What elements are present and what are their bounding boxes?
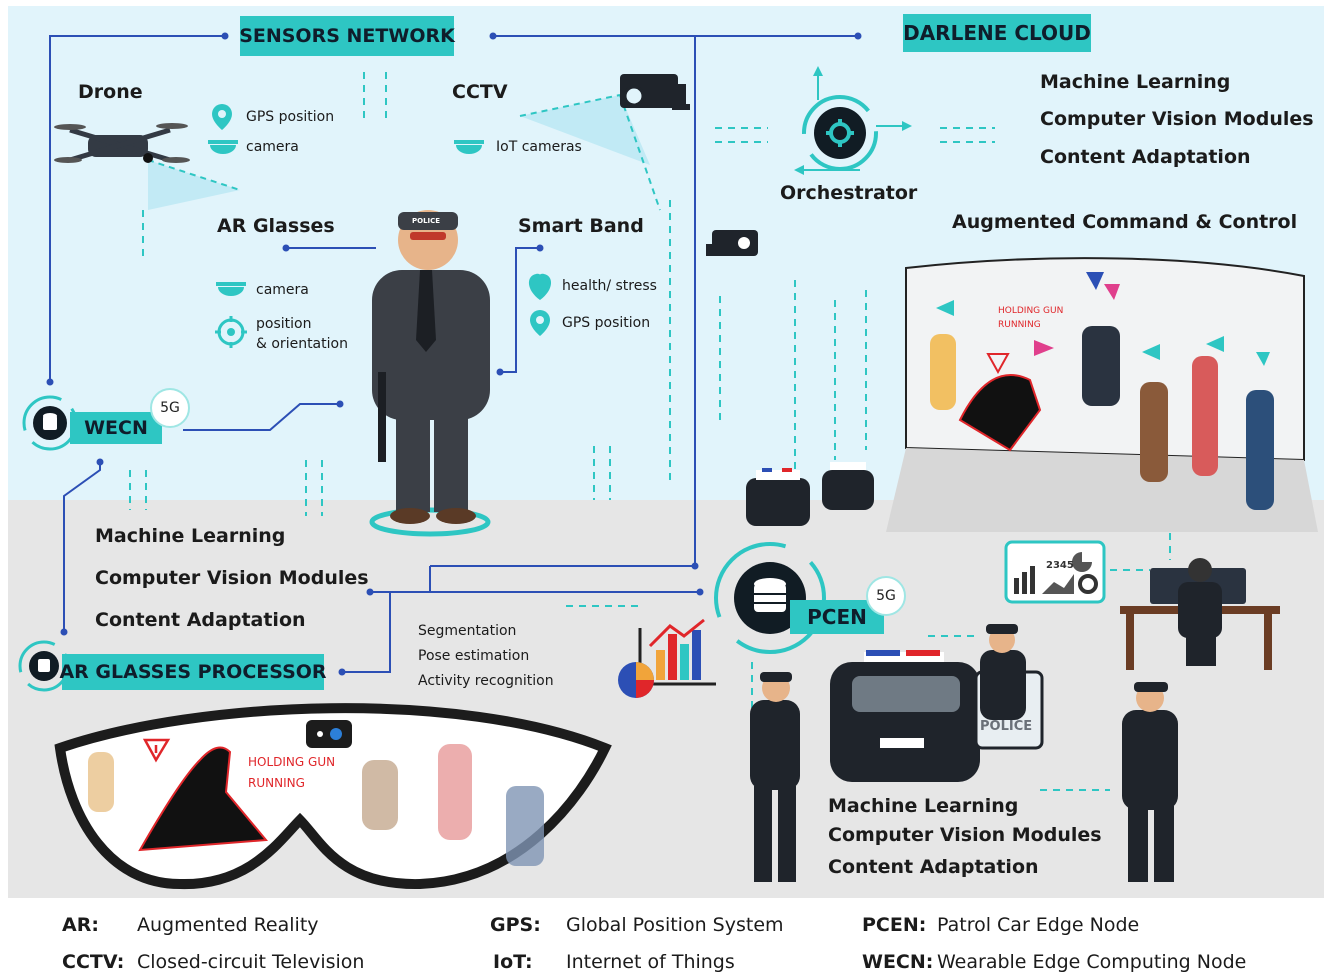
scene-alert-holding-gun: HOLDING GUN <box>998 306 1064 316</box>
smart-band-health-label: health/ stress <box>562 278 657 294</box>
glasses-alert-running: RUNNING <box>248 776 305 790</box>
ar-glasses-camera-label: camera <box>256 282 309 298</box>
legend-value-iot: Internet of Things <box>566 951 735 973</box>
drone-gps-label: GPS position <box>246 109 335 125</box>
legend-key-iot: IoT: <box>493 951 533 973</box>
ar-glasses-processor-label: AR GLASSES PROCESSOR <box>59 654 327 690</box>
processor-node-icon <box>18 640 70 692</box>
legend-value-cctv: Closed-circuit Television <box>137 951 365 973</box>
connector-dots <box>46 32 862 676</box>
wecn-5g-badge: 5G <box>150 388 190 428</box>
legend-key-ar: AR: <box>62 914 99 936</box>
signal-dashes <box>129 72 1171 791</box>
glasses-alert-holding-gun: HOLDING GUN <box>248 755 336 769</box>
pcen-ml-label: Machine Learning <box>828 795 1019 817</box>
cctv-camera-top <box>620 74 690 110</box>
cloud-cv-label: Computer Vision Modules <box>1040 108 1314 130</box>
cloud-ml-label: Machine Learning <box>1040 71 1231 93</box>
officer-cap-label: POLICE <box>412 217 441 225</box>
wecn-ca-label: Content Adaptation <box>95 609 306 631</box>
drone-camera-cone <box>148 160 240 210</box>
ar-glasses-title: AR Glasses <box>217 215 335 237</box>
orchestrator-illustration <box>794 66 912 175</box>
police-officer-illustration <box>369 210 491 537</box>
pcen-cv-label: Computer Vision Modules <box>828 824 1102 846</box>
processor-pose-label: Pose estimation <box>418 648 530 664</box>
scene-alert-running: RUNNING <box>998 320 1041 330</box>
operator-desk-illustration <box>1120 558 1280 670</box>
processor-segmentation-label: Segmentation <box>418 623 517 639</box>
wecn-ml-label: Machine Learning <box>95 525 286 547</box>
wecn-label: WECN <box>70 412 162 444</box>
command-control-title: Augmented Command & Control <box>952 211 1298 233</box>
patrol-car-door-label: POLICE <box>980 719 1033 734</box>
cctv-iot-label: IoT cameras <box>496 139 582 155</box>
pcen-5g-badge: 5G <box>866 576 906 616</box>
police-cars-small <box>746 462 874 526</box>
command-control-scene <box>886 257 1318 532</box>
legend-value-wecn: Wearable Edge Computing Node <box>937 951 1247 973</box>
orchestrator-label: Orchestrator <box>780 182 918 204</box>
drone-camera-label: camera <box>246 139 299 155</box>
processor-activity-label: Activity recognition <box>418 673 554 689</box>
cctv-title: CCTV <box>452 81 508 103</box>
darlene-cloud-label: DARLENE CLOUD <box>903 14 1091 52</box>
legend-key-gps: GPS: <box>490 914 541 936</box>
drone-title: Drone <box>78 81 143 103</box>
ar-glasses-position-label: position <box>256 316 312 332</box>
legend-value-gps: Global Position System <box>566 914 784 936</box>
pcen-node-icon <box>714 542 826 654</box>
smart-band-title: Smart Band <box>518 215 644 237</box>
ar-glasses-view <box>54 703 612 890</box>
drone-illustration <box>54 123 190 163</box>
cloud-ca-label: Content Adaptation <box>1040 146 1251 168</box>
smart-band-gps-label: GPS position <box>562 315 651 331</box>
analytics-icon <box>618 618 716 698</box>
wecn-cv-label: Computer Vision Modules <box>95 567 369 589</box>
ar-glasses-orientation-label: & orientation <box>256 336 348 352</box>
legend-value-ar: Augmented Reality <box>137 914 319 936</box>
cctv-cone <box>520 95 650 165</box>
legend-key-pcen: PCEN: <box>862 914 927 936</box>
cctv-camera-small <box>706 230 758 256</box>
dashboard-value: 2345 <box>1046 560 1074 571</box>
wecn-node-icon <box>22 395 78 451</box>
legend-background <box>8 898 1324 975</box>
officers-illustration <box>750 624 1178 882</box>
sensor-icons <box>208 104 552 348</box>
dashboard-illustration <box>1004 540 1106 604</box>
pcen-ca-label: Content Adaptation <box>828 856 1039 878</box>
legend-key-cctv: CCTV: <box>62 951 125 973</box>
legend-key-wecn: WECN: <box>862 951 934 973</box>
sensors-network-label: SENSORS NETWORK <box>239 16 455 56</box>
legend-value-pcen: Patrol Car Edge Node <box>937 914 1140 936</box>
